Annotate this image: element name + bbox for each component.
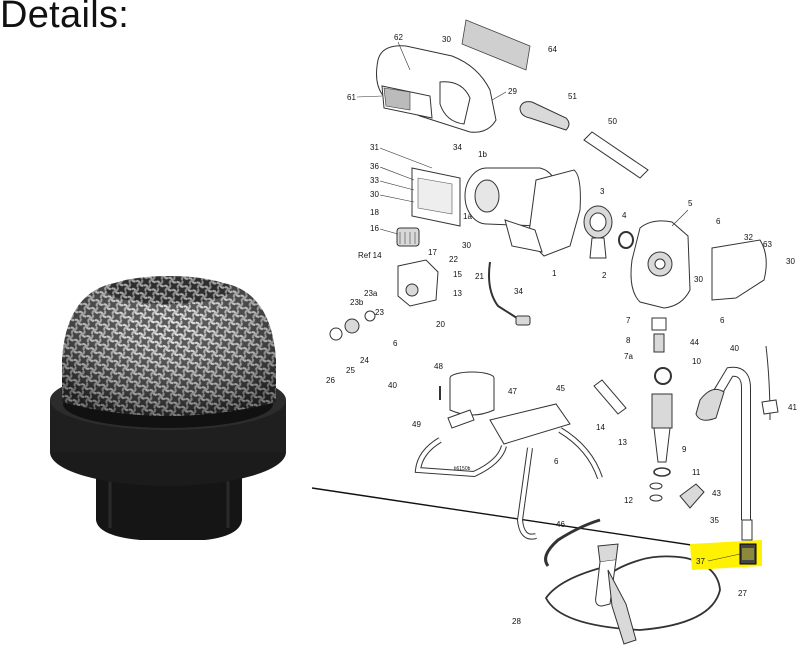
callout-51: 51	[568, 92, 577, 101]
details-heading: Details:	[0, 0, 130, 36]
callout-1b: 1b	[478, 150, 487, 159]
callout-31: 31	[370, 143, 379, 152]
callout-13: 13	[618, 438, 627, 447]
callout-1a: 1a	[463, 212, 472, 221]
callout-30: 30	[442, 35, 451, 44]
callout-62: 62	[394, 33, 403, 42]
callout-30: 30	[786, 257, 795, 266]
callout-25: 25	[346, 366, 355, 375]
callout-7: 7	[626, 316, 631, 325]
callout-49: 49	[412, 420, 421, 429]
callout-45: 45	[556, 384, 565, 393]
callout-10: 10	[692, 357, 701, 366]
callout-23a: 23a	[364, 289, 378, 298]
callout-13: 13	[453, 289, 462, 298]
callout-35: 35	[710, 516, 719, 525]
callout-27: 27	[738, 589, 747, 598]
callout-6: 6	[393, 339, 398, 348]
callout-61: 61	[347, 93, 356, 102]
callout-28: 28	[512, 617, 521, 626]
callout-41: 41	[788, 403, 797, 412]
callout-34: 34	[453, 143, 462, 152]
callout-17: 17	[428, 248, 437, 257]
callout-30: 30	[694, 275, 703, 284]
exploded-parts-diagram	[329, 19, 779, 645]
callout-18: 18	[370, 208, 379, 217]
callout-37: 37	[696, 557, 705, 566]
callout-9: 9	[682, 445, 687, 454]
callout-22: 22	[449, 255, 458, 264]
callout-6: 6	[720, 316, 725, 325]
callout-14: 14	[596, 423, 605, 432]
callout-6: 6	[716, 217, 721, 226]
callout-44: 44	[690, 338, 699, 347]
callout-labels: 62 64 30 61 29 51 50 31 34 1b 36 33 30 3…	[326, 33, 797, 626]
callout-34: 34	[514, 287, 523, 296]
callout-12: 12	[624, 496, 633, 505]
callout-8: 8	[626, 336, 631, 345]
figure-code: ti6150b	[454, 466, 471, 472]
callout-2: 2	[602, 271, 607, 280]
callout-63: 63	[763, 240, 772, 249]
callout-15: 15	[453, 270, 462, 279]
callout-32: 32	[744, 233, 753, 242]
callout-30: 30	[462, 241, 471, 250]
callout-48: 48	[434, 362, 443, 371]
callout-36: 36	[370, 162, 379, 171]
callout-3: 3	[600, 187, 605, 196]
callout-4: 4	[622, 211, 627, 220]
callout-23: 23	[375, 308, 384, 317]
callout-11: 11	[692, 468, 701, 477]
callout-50: 50	[608, 117, 617, 126]
callout-29: 29	[508, 87, 517, 96]
callout-26: 26	[326, 376, 335, 385]
callout-24: 24	[360, 356, 369, 365]
callout-64: 64	[548, 45, 557, 54]
callout-20: 20	[436, 320, 445, 329]
callout-5: 5	[688, 199, 693, 208]
callout-23b: 23b	[350, 298, 364, 307]
strainer-photo	[50, 276, 286, 540]
callout-40: 40	[388, 381, 397, 390]
callout-47: 47	[508, 387, 517, 396]
callout-46: 46	[556, 520, 565, 529]
callout-1: 1	[552, 269, 557, 278]
callout-6: 6	[554, 457, 559, 466]
callout-ref-14: Ref 14	[358, 251, 382, 260]
callout-40: 40	[730, 344, 739, 353]
callout-30: 30	[370, 190, 379, 199]
pointer-arrow	[311, 487, 740, 556]
callout-7a: 7a	[624, 352, 633, 361]
callout-43: 43	[712, 489, 721, 498]
callout-33: 33	[370, 176, 379, 185]
callout-21: 21	[475, 272, 484, 281]
callout-16: 16	[370, 224, 379, 233]
